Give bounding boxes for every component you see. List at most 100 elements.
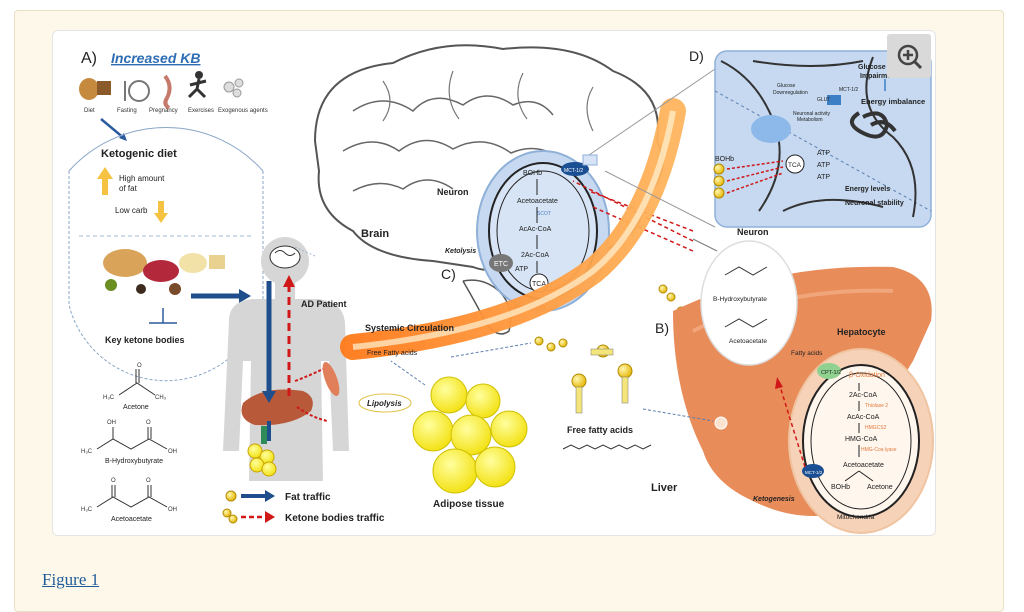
vessel-beads xyxy=(534,284,686,352)
panel-b-label: B) xyxy=(655,320,669,336)
liver-step-acetoacetate: Acetoacetate xyxy=(843,462,884,469)
exogenous-agents-icon xyxy=(223,78,244,98)
panel-d-tca: TCA xyxy=(788,162,802,169)
systemic-vessel xyxy=(340,98,686,360)
adipose-tissue xyxy=(412,376,528,494)
hepatocyte-cell xyxy=(788,348,934,534)
fat-line-1: High amount xyxy=(119,174,165,183)
mct-transporter-brain xyxy=(561,162,589,176)
free-fatty-acid-molecules xyxy=(571,344,633,414)
brain-step-atp: ATP xyxy=(515,266,528,273)
systemic-circulation-label: Systemic Circulation xyxy=(365,323,454,333)
liver-step-hmgcs2: HMGCS2 xyxy=(865,425,887,431)
muscle-icon xyxy=(322,361,340,397)
svg-text:O: O xyxy=(146,420,151,426)
acetoacetate-structure xyxy=(96,485,168,508)
svg-text:OH: OH xyxy=(168,449,177,455)
svg-text:O: O xyxy=(146,478,151,484)
panel-a-label: A) xyxy=(81,50,97,67)
neuronal-activity-label: Neuronal activity xyxy=(793,111,830,117)
bhb-label: B-Hydroxybutyrate xyxy=(105,458,163,465)
liver-mitochondria-label: Mitochondria xyxy=(837,514,875,521)
liver-step-2ac-coa: 2Ac-CoA xyxy=(849,392,877,399)
acetone-label: Acetone xyxy=(123,404,149,411)
mct-label-liver: MCT-1/2 xyxy=(805,470,823,475)
legend-fat-traffic: Fat traffic xyxy=(285,492,331,503)
panel-d-atp-2: ATP xyxy=(817,162,830,169)
icon-label-fasting: Fasting xyxy=(117,108,137,114)
beta-oxidation-label: β-Oxidation xyxy=(849,372,885,379)
panel-d-bohb: BOHb xyxy=(715,156,734,163)
ketolysis-label: Ketolysis xyxy=(445,248,476,255)
glucose-down-2: Downregulation xyxy=(773,90,808,96)
brain-step-2ac-coa: 2Ac-CoA xyxy=(521,252,549,259)
icon-label-pregnancy: Pregnancy xyxy=(149,108,178,114)
svg-text:MCT-1/2: MCT-1/2 xyxy=(564,168,583,174)
fat-beads xyxy=(247,443,277,477)
liver-step-acetone: Acetone xyxy=(867,484,893,491)
liver-step-hmg-coa: HMG-CoA xyxy=(845,436,878,443)
pregnancy-icon xyxy=(163,74,172,110)
liver-label: Liver xyxy=(651,482,678,494)
icon-label-diet: Diet xyxy=(84,108,95,114)
ketone-to-brain-arrows xyxy=(572,180,694,252)
ketogenesis-label: Ketogenesis xyxy=(753,496,795,503)
etc-complex xyxy=(489,254,513,272)
lipolysis-label: Lipolysis xyxy=(367,399,402,408)
key-ketone-bodies-label: Key ketone bodies xyxy=(105,335,185,345)
panel-d-label: D) xyxy=(689,48,704,64)
bhb-structure xyxy=(96,427,168,450)
panel-c-label: C) xyxy=(441,266,456,282)
svg-text:H₃C: H₃C xyxy=(103,395,115,401)
cpt-transporter xyxy=(817,363,841,379)
svg-text:OH: OH xyxy=(107,420,116,426)
mct-label-d: MCT-1/2 xyxy=(839,87,858,93)
brain-step-acac-coa: AcAc-CoA xyxy=(519,226,552,233)
fat-line-2: of fat xyxy=(119,184,138,193)
fasting-icon xyxy=(124,80,150,102)
brain-label: Brain xyxy=(361,228,389,240)
icon-label-exogenous: Exogenous agents xyxy=(218,108,268,114)
free-fatty-acids-label: Free fatty acids xyxy=(567,425,633,435)
low-carb-label: Low carb xyxy=(115,206,148,215)
zoom-in-icon xyxy=(897,44,922,69)
mct-transporter-liver xyxy=(802,464,824,478)
figure-image[interactable]: A) Increased KB Diet Fasting Pregnancy E… xyxy=(52,30,936,536)
acetoacetate-label-a: Acetoacetate xyxy=(111,516,152,523)
legend: Fat traffic Ketone bodies traffic xyxy=(222,490,385,524)
brain-step-bohb: BOHb xyxy=(523,170,542,177)
brain-step-tca: TCA xyxy=(532,281,546,288)
ffa-vessel-label: Free Fatty acids xyxy=(367,350,418,357)
hepatocyte-label: Hepatocyte xyxy=(837,327,886,337)
patient-figure xyxy=(223,237,349,481)
panel-d-box xyxy=(713,50,932,228)
neuron-label: Neuron xyxy=(437,187,469,197)
energy-levels-label: Energy levels xyxy=(845,186,890,193)
exercise-icon xyxy=(187,71,207,99)
svg-text:ETC: ETC xyxy=(494,261,508,268)
diet-icon xyxy=(79,78,111,100)
up-arrow-icon xyxy=(97,167,113,195)
ketone-bubble xyxy=(700,240,798,366)
legend-ketone-traffic: Ketone bodies traffic xyxy=(285,513,385,524)
fatty-acid-chain xyxy=(562,444,652,450)
liver-step-acac-coa: AcAc-CoA xyxy=(847,414,880,421)
brain-step-scot: SCOT xyxy=(537,211,551,217)
zoom-in-button[interactable] xyxy=(887,34,931,78)
liver-small xyxy=(241,389,313,426)
icon-label-exercises: Exercises xyxy=(188,108,214,114)
metabolism-label: Metabolism xyxy=(797,117,823,123)
panel-d-beads xyxy=(713,163,725,199)
acetone-structure xyxy=(118,369,156,396)
energy-imbalance-label: Energy imbalance xyxy=(861,97,925,106)
svg-text:O: O xyxy=(137,363,142,369)
cpt-label: CPT-1/2 xyxy=(821,370,841,376)
panel-d-atp-1: ATP xyxy=(817,150,830,157)
panel-a: A) Increased KB Diet Fasting Pregnancy E… xyxy=(68,50,268,523)
food-icon xyxy=(103,249,225,295)
figure-caption-link[interactable]: Figure 1 xyxy=(42,570,100,589)
fatty-acids-hepatocyte: Fatty acids xyxy=(791,350,823,357)
ad-patient-label: AD Patient xyxy=(301,299,347,309)
down-arrow-icon xyxy=(154,201,168,223)
svg-text:O: O xyxy=(111,478,116,484)
